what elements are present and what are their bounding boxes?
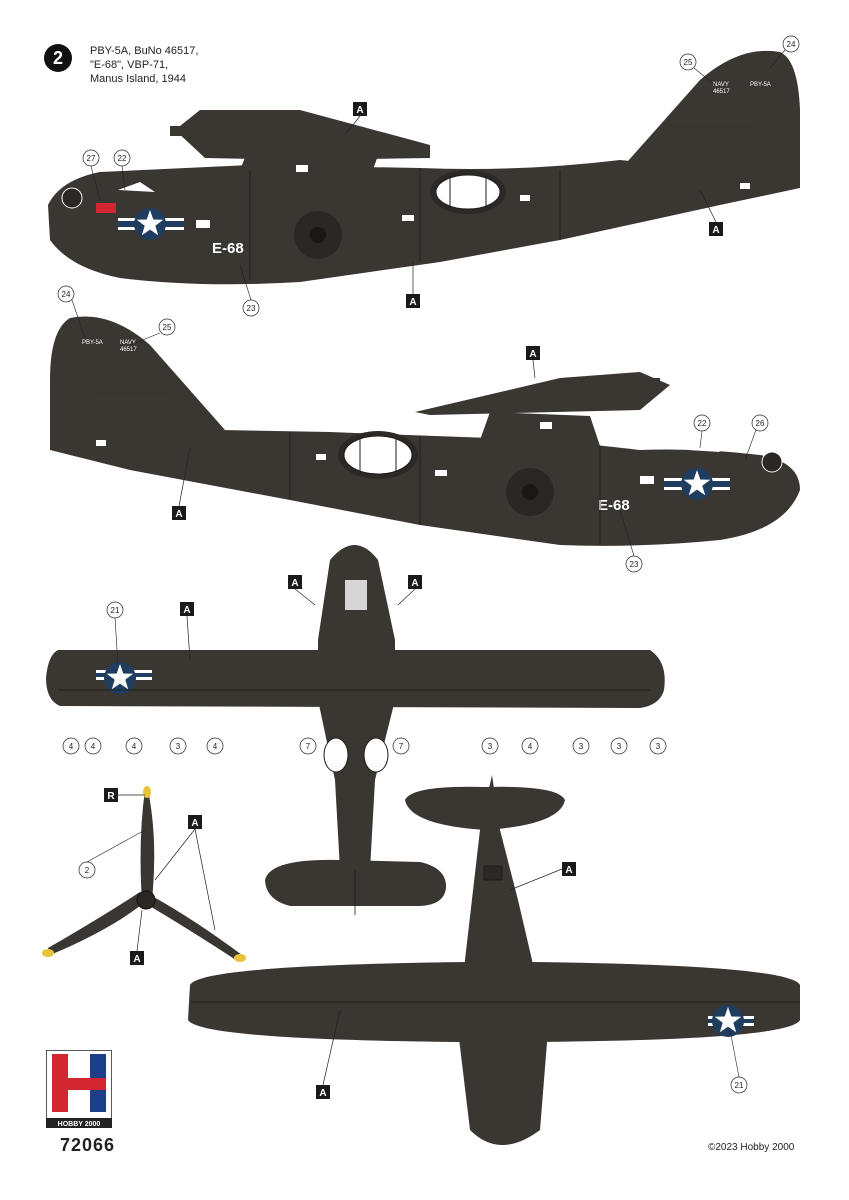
fuselage-code-right: E-68 [598, 497, 630, 514]
callout-3c: 3 [579, 742, 584, 751]
callout-labels: 24 25 27 22 23 24 25 22 26 23 21 4 4 4 3… [62, 40, 796, 1090]
tail-serial-right: 46517 [120, 347, 137, 353]
side-view-right: E-68 PBY-5A NAVY 46517 [50, 316, 800, 546]
callout-22b: 22 [698, 419, 707, 428]
marker-a-5: A [175, 509, 182, 520]
callout-7a: 7 [306, 742, 311, 751]
tail-navy-left: NAVY [713, 82, 729, 88]
marker-a-1: A [356, 105, 363, 116]
callout-23a: 23 [247, 304, 256, 313]
logo-caption: HOBBY 2000 [58, 1121, 101, 1128]
callout-21a: 21 [111, 606, 120, 615]
fuselage-code-left: E-68 [212, 240, 244, 257]
callout-23b: 23 [630, 560, 639, 569]
underside-view [46, 545, 665, 915]
aircraft-description: PBY-5A, BuNo 46517, "E-68", VBP-71, Manu… [90, 44, 198, 86]
kit-number: 72066 [60, 1135, 116, 1155]
description-line-3: Manus Island, 1944 [90, 73, 187, 85]
sheet-number-badge: 2 [44, 44, 72, 72]
marker-a-10: A [133, 954, 140, 965]
logo-graphic: HOBBY 2000 [45, 1049, 113, 1128]
tail-type-left: PBY-5A [750, 82, 771, 88]
callout-3b: 3 [488, 742, 493, 751]
callout-21b: 21 [735, 1081, 744, 1090]
marker-a-6: A [291, 578, 298, 589]
marker-a-7: A [411, 578, 418, 589]
callout-3d: 3 [617, 742, 622, 751]
copyright: ©2023 Hobby 2000 [708, 1142, 795, 1153]
marker-a-3: A [409, 297, 416, 308]
paint-markers: A A A A A A A A R A A A A [104, 102, 723, 1099]
callout-22a: 22 [118, 154, 127, 163]
callout-2: 2 [85, 866, 90, 875]
propeller [42, 786, 246, 962]
callout-7b: 7 [399, 742, 404, 751]
tail-navy-right: NAVY [120, 340, 136, 346]
description-line-1: PBY-5A, BuNo 46517, [90, 45, 199, 57]
callout-4b: 4 [91, 742, 96, 751]
callout-3a: 3 [176, 742, 181, 751]
callout-25a: 25 [684, 58, 693, 67]
tail-serial-left: 46517 [713, 89, 730, 95]
marker-a-9: A [191, 818, 198, 829]
top-view [188, 775, 800, 1145]
callout-24b: 24 [62, 290, 71, 299]
hobby-2000-logo: HOBBY 2000 [45, 1049, 113, 1130]
callout-25b: 25 [163, 323, 172, 332]
callout-26: 26 [756, 419, 765, 428]
callout-27: 27 [87, 154, 96, 163]
marker-a-12: A [319, 1088, 326, 1099]
callout-4d: 4 [213, 742, 218, 751]
callout-leaders [71, 49, 786, 1078]
side-view-left: E-68 NAVY 46517 PBY-5A [48, 50, 800, 285]
description-line-2: "E-68", VBP-71, [90, 59, 169, 71]
tail-type-right: PBY-5A [82, 340, 103, 346]
callout-numbers [57, 35, 800, 1094]
marker-a-11: A [565, 865, 572, 876]
marker-a-2: A [712, 225, 719, 236]
callout-4e: 4 [528, 742, 533, 751]
callout-3e: 3 [656, 742, 661, 751]
callout-4a: 4 [69, 742, 74, 751]
marker-r: R [107, 791, 115, 802]
callout-24a: 24 [787, 40, 796, 49]
marker-a-4: A [529, 349, 536, 360]
marker-a-8: A [183, 605, 190, 616]
callout-4c: 4 [132, 742, 137, 751]
